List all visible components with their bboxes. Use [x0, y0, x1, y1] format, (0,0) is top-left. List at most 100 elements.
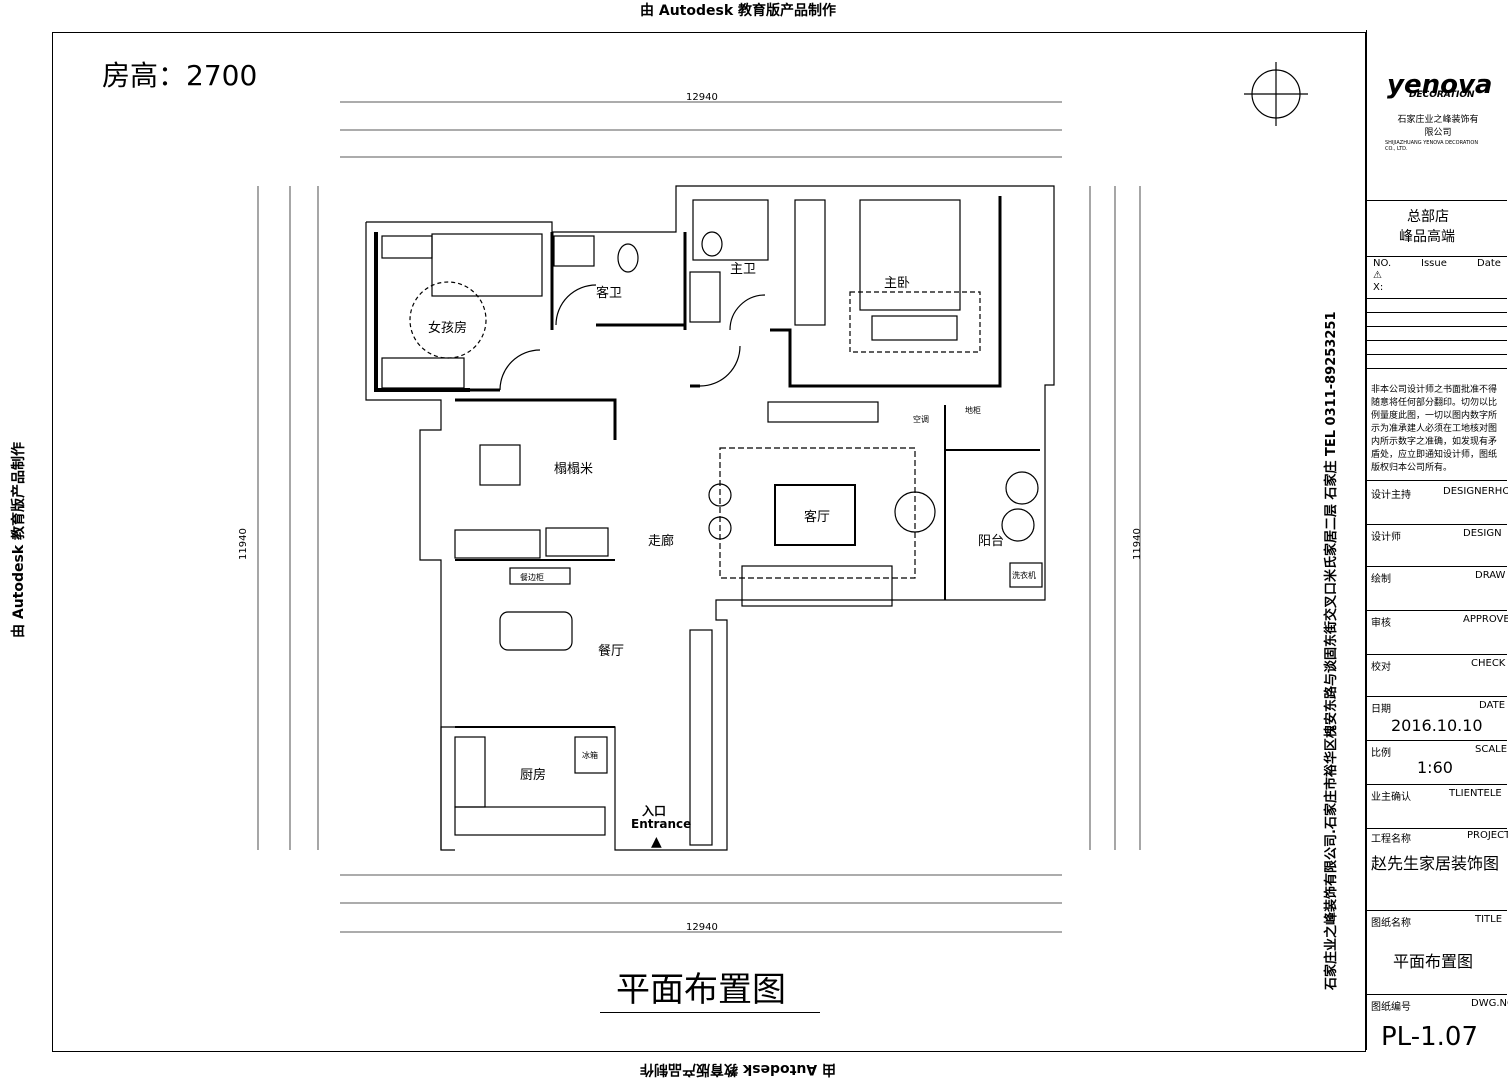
- store-name: 总部店: [1407, 209, 1449, 225]
- stool-1: [708, 483, 732, 507]
- tb-en-dwgno: DWG.NO: [1471, 998, 1508, 1009]
- logo: yenova: [1387, 70, 1493, 100]
- drawing-frame: [52, 32, 1366, 1052]
- floor-plan: 12940 12940 11940 11940: [238, 62, 1308, 933]
- entrance-cn: 入口: [642, 804, 667, 818]
- dim-right-total: 11940: [1132, 528, 1143, 560]
- issue-col-no: NO.: [1373, 258, 1392, 269]
- room-height-label: 房高：2700: [102, 59, 258, 92]
- tb-project-value: 赵先生家居装饰图: [1371, 854, 1500, 873]
- shoe-cabinet: [689, 629, 713, 846]
- girl-wardrobe: [381, 357, 465, 389]
- label-master-bath: 主卫: [730, 262, 757, 277]
- label-girl-room: 女孩房: [428, 321, 468, 336]
- label-guest-bath: 客卫: [596, 286, 623, 301]
- tb-dwgno-value: PL-1.07: [1381, 1022, 1478, 1052]
- label-living: 客厅: [804, 510, 831, 525]
- kitchen-counter-bottom: [454, 806, 606, 836]
- label-ac: 空调: [913, 415, 929, 424]
- tb-label-designerho: 设计主持: [1371, 490, 1411, 501]
- main-sink: [689, 271, 721, 323]
- tb-label-dwgno: 图纸编号: [1371, 1002, 1411, 1013]
- master-wardrobe: [794, 199, 826, 326]
- tb-en-designerho: DESIGNERHO: [1443, 486, 1508, 497]
- tb-en-project: PROJECT: [1467, 830, 1508, 841]
- main-shower: [692, 199, 769, 261]
- tb-label-check: 校对: [1371, 662, 1391, 673]
- logo-sub: DECORATION: [1409, 90, 1475, 100]
- balcony-chair-2: [1001, 508, 1035, 542]
- tb-date-value: 2016.10.10: [1391, 716, 1483, 735]
- stool-2: [708, 516, 732, 540]
- label-corridor: 走廊: [648, 534, 675, 549]
- label-tatami: 榻榻米: [554, 462, 594, 477]
- label-kitchen: 厨房: [520, 768, 547, 783]
- store-name-2: 峰品高端: [1399, 229, 1455, 245]
- dining-table: [499, 611, 573, 651]
- entrance-arrow-icon: ▲: [651, 834, 662, 850]
- door-arc-master: [699, 345, 741, 387]
- label-dining: 餐厅: [598, 644, 625, 659]
- interior-wall-4: [455, 405, 1040, 728]
- issue-col-issue: Issue: [1421, 258, 1447, 269]
- living-rug: [719, 447, 916, 579]
- girl-desk: [381, 235, 433, 259]
- balcony-chair-1: [1005, 471, 1039, 505]
- guest-toilet: [617, 243, 639, 273]
- door-arc-guestbath: [555, 284, 597, 326]
- entrance-en: Entrance: [631, 817, 692, 831]
- master-rug: [849, 291, 981, 353]
- disclaimer-note: 非本公司设计师之书面批准不得随意将任何部分翻印。切勿以比例量度此图，一切以图内数…: [1371, 385, 1498, 473]
- tb-label-date: 日期: [1371, 704, 1391, 715]
- door-arc-mainbath: [729, 294, 766, 331]
- label-balcony: 阳台: [978, 534, 1005, 549]
- tatami-cabinet: [454, 529, 541, 559]
- washer-box: [1009, 562, 1043, 588]
- tb-en-check: CHECK: [1471, 658, 1506, 669]
- armchair: [894, 491, 936, 533]
- tatami-desk: [545, 527, 609, 557]
- interior-wall-3: [455, 384, 700, 440]
- guest-tub: [553, 235, 595, 267]
- label-fridge: 冰箱: [582, 751, 598, 760]
- tb-en-approve: APPROVE: [1463, 614, 1508, 625]
- girl-bed: [431, 233, 543, 297]
- tb-label-draw: 绘制: [1371, 574, 1391, 585]
- tb-label-design: 设计师: [1371, 532, 1401, 543]
- company-en: SHIJIAZHUANG YENOVA DECORATION CO., LTD.: [1385, 140, 1479, 152]
- tb-label-scale: 比例: [1371, 748, 1391, 759]
- master-bed: [859, 199, 961, 311]
- tb-label-title: 图纸名称: [1371, 918, 1411, 929]
- kitchen-counter-left: [454, 736, 486, 808]
- title-block: yenova DECORATION 石家庄业之峰装饰有 限公司 SHIJIAZH…: [1366, 30, 1508, 1052]
- tv-cabinet: [767, 401, 879, 423]
- drawing-title: 平面布置图: [616, 970, 786, 1010]
- tb-label-approve: 审核: [1371, 618, 1391, 629]
- tb-scale-value: 1:60: [1417, 758, 1453, 777]
- label-master-bed: 主卧: [884, 276, 911, 291]
- tb-en-design: DESIGN: [1463, 528, 1502, 539]
- exterior-wall: [366, 185, 1055, 851]
- interior-wall-2: [550, 196, 1002, 388]
- tatami-table: [479, 444, 521, 486]
- tb-title-value: 平面布置图: [1393, 952, 1474, 971]
- sideboard-box: [509, 567, 571, 585]
- tb-en-draw: DRAW: [1475, 570, 1506, 581]
- label-sideboard: 餐边柜: [520, 573, 544, 582]
- title-underline: [600, 1012, 820, 1013]
- company-address-vertical: 石家庄业之峰装饰有限公司.石家庄市裕华区槐安东路与谈固东街交叉口米氏家居二层 石…: [1324, 311, 1339, 991]
- watermark-bottom: 由 Autodesk 教育版产品制作: [640, 1061, 837, 1077]
- label-shoe-cabinet: 地柜: [965, 406, 981, 415]
- exterior-wall-left: [365, 222, 442, 850]
- issue-row-1: ⚠: [1373, 270, 1382, 281]
- interior-wall-1: [374, 232, 470, 392]
- tb-en-scale: SCALE: [1475, 744, 1508, 755]
- company-cn: 石家庄业之峰装饰有 限公司: [1397, 115, 1479, 138]
- dim-bottom-total: 12940: [686, 922, 718, 933]
- tb-label-project: 工程名称: [1371, 834, 1411, 845]
- issue-row-2: X:: [1373, 282, 1384, 293]
- coffee-table: [774, 484, 856, 546]
- tb-en-title: TITLE: [1475, 914, 1503, 925]
- dim-top-total: 12940: [686, 92, 718, 103]
- sofa: [741, 565, 893, 607]
